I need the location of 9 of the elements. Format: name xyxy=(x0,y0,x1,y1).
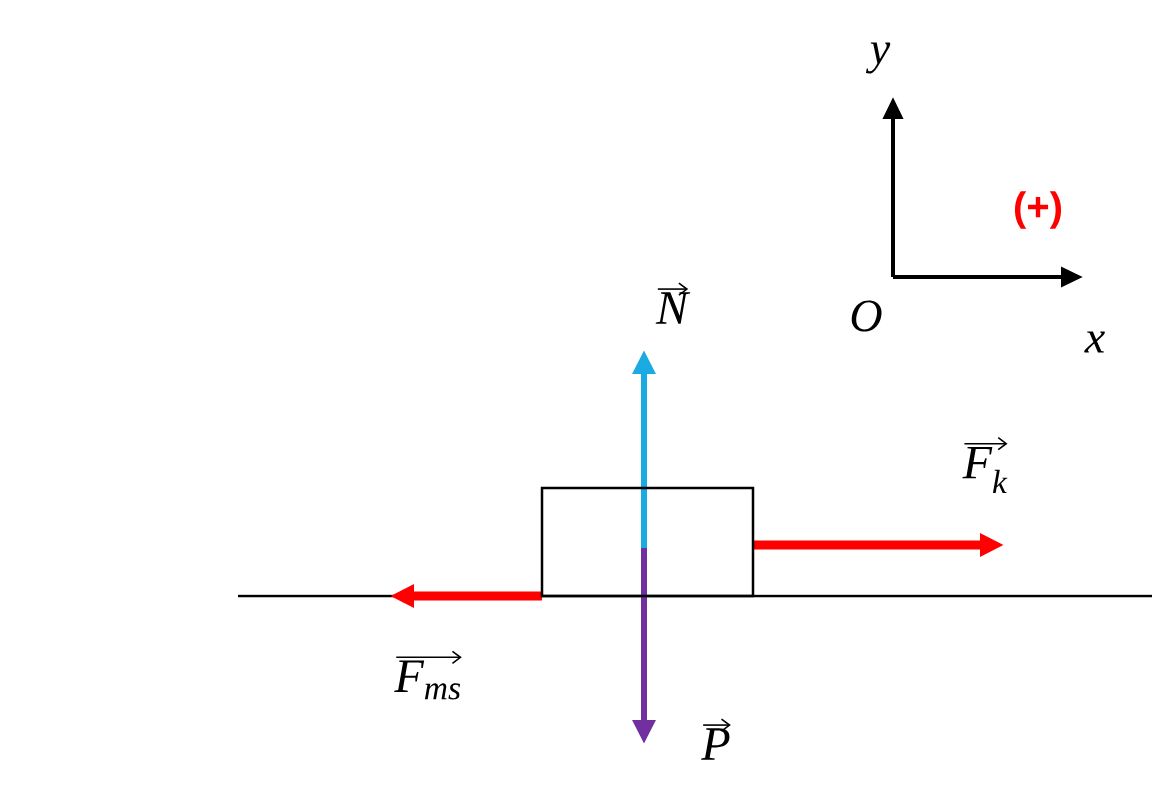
vector-label: N xyxy=(655,282,691,324)
axis-label: y xyxy=(865,42,891,74)
axis-label: O xyxy=(851,300,882,332)
axis-label: x xyxy=(1084,331,1105,353)
vector-label: P xyxy=(701,718,731,760)
vector-label: F$_{k}$ xyxy=(962,436,1008,494)
block-box xyxy=(540,486,755,598)
vector-label: F$_{ms}$ xyxy=(394,650,462,700)
sign-label: (+) xyxy=(1015,191,1061,229)
